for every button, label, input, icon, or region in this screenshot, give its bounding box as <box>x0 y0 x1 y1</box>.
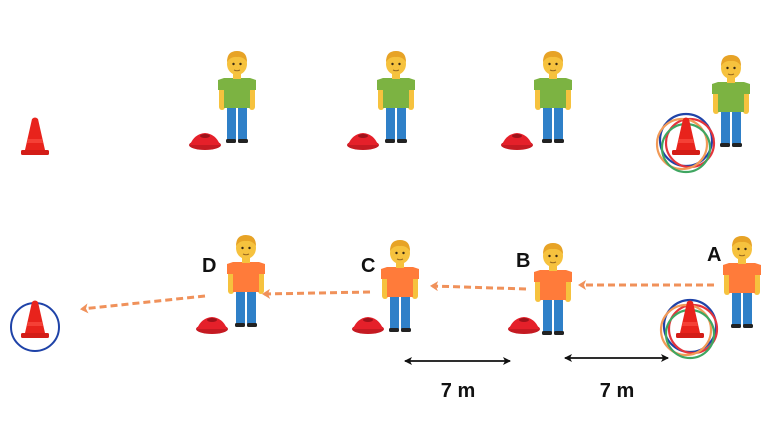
player-icon <box>722 235 762 329</box>
disc-cone-icon <box>189 133 221 150</box>
disc-cone-icon <box>347 133 379 150</box>
player-label-b: B <box>516 250 530 272</box>
pass-arrow-icon <box>80 294 206 314</box>
disc-cone-icon <box>508 317 540 334</box>
distance-label: 7 m <box>441 380 475 402</box>
player-icon <box>533 50 573 144</box>
player-icon <box>226 234 266 328</box>
player-icon <box>376 50 416 144</box>
disc-cone-icon <box>196 317 228 334</box>
pass-arrow-icon <box>262 288 371 299</box>
hoop-ring-icon <box>655 112 716 174</box>
player-label-a: A <box>707 244 721 266</box>
cone-icon <box>21 117 49 155</box>
player-label-d: D <box>202 255 216 277</box>
disc-cone-icon <box>501 133 533 150</box>
player-icon <box>380 239 420 333</box>
player-label-c: C <box>361 255 375 277</box>
distance-label: 7 m <box>600 380 634 402</box>
pass-arrow-icon <box>430 281 527 292</box>
player-icon <box>217 50 257 144</box>
disc-cone-icon <box>352 317 384 334</box>
player-icon <box>711 54 751 148</box>
player-icon <box>533 242 573 336</box>
